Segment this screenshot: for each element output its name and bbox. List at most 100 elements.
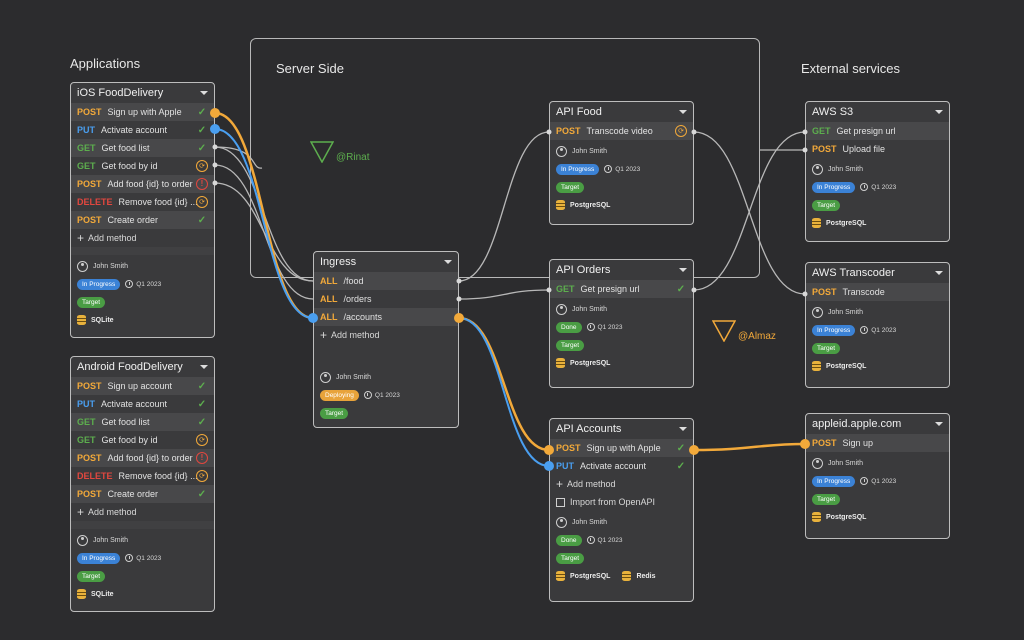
database-label: PostgreSQL — [570, 201, 611, 209]
add-method-button[interactable]: +Add method — [71, 229, 214, 247]
chevron-down-icon[interactable] — [679, 427, 687, 431]
method-row[interactable]: ALL/orders — [314, 290, 458, 308]
http-verb: POST — [556, 126, 581, 136]
target-badge[interactable]: Target — [812, 199, 841, 211]
status-badge[interactable]: Deploying — [320, 389, 359, 401]
status-badge[interactable]: In Progress — [812, 181, 856, 193]
node-header: API Orders — [550, 260, 693, 280]
add-method-label: Add method — [88, 507, 137, 517]
node-title: AWS S3 — [812, 106, 854, 118]
method-row[interactable]: ALL/food — [314, 272, 458, 290]
http-verb: POST — [77, 215, 102, 225]
target-badge[interactable]: Target — [77, 570, 106, 582]
node-title: iOS FoodDelivery — [77, 87, 164, 99]
node-header: appleid.apple.com — [806, 414, 949, 434]
http-verb: POST — [77, 381, 102, 391]
status-badge[interactable]: In Progress — [812, 475, 856, 487]
add-method-label: Add method — [331, 330, 380, 340]
quarter-label: Q1 2023 — [615, 165, 641, 173]
external-services-heading: External services — [801, 61, 900, 76]
plus-icon: + — [77, 505, 85, 519]
check-icon: ✓ — [197, 398, 207, 410]
almaz-comment[interactable]: @Almaz — [712, 320, 776, 342]
error-icon: ! — [196, 178, 208, 190]
rinat-comment[interactable]: @Rinat — [310, 140, 370, 163]
target-badge[interactable]: Target — [556, 339, 585, 351]
add-method-button[interactable]: +Add method — [550, 475, 693, 493]
add-method-button[interactable]: +Add method — [314, 326, 458, 344]
status-badge[interactable]: In Progress — [77, 278, 121, 290]
chevron-down-icon[interactable] — [935, 422, 943, 426]
status-badge[interactable]: In Progress — [77, 552, 121, 564]
status-badge[interactable]: Done — [556, 321, 582, 333]
chevron-down-icon[interactable] — [444, 260, 452, 264]
status-badge[interactable]: In Progress — [556, 163, 600, 175]
import-openapi-button[interactable]: Import from OpenAPI — [550, 493, 693, 511]
method-path: Get food by id — [101, 435, 158, 445]
plus-icon: + — [320, 328, 328, 342]
node-title: AWS Transcoder — [812, 267, 895, 279]
chevron-down-icon[interactable] — [935, 110, 943, 114]
method-path: Remove food {id} ... — [118, 471, 198, 481]
user-icon — [320, 371, 331, 383]
add-method-button[interactable]: +Add method — [71, 503, 214, 521]
target-badge[interactable]: Target — [556, 181, 585, 193]
database-label: PostgreSQL — [570, 572, 611, 580]
chevron-down-icon[interactable] — [679, 268, 687, 272]
target-badge[interactable]: Target — [77, 296, 106, 308]
comment-flag-icon — [712, 320, 736, 342]
target-badge[interactable]: Target — [320, 407, 349, 419]
target-badge[interactable]: Target — [556, 552, 585, 564]
database-icon — [77, 589, 86, 599]
target-badge[interactable]: Target — [812, 342, 841, 354]
method-path: Create order — [107, 489, 159, 499]
method-path: Remove food {id} ... — [118, 197, 198, 207]
chevron-down-icon[interactable] — [200, 91, 208, 95]
status-badge[interactable]: Done — [556, 534, 582, 546]
node-title: API Food — [556, 106, 602, 118]
chevron-down-icon[interactable] — [679, 110, 687, 114]
chevron-down-icon[interactable] — [935, 271, 943, 275]
status-badge[interactable]: In Progress — [812, 324, 856, 336]
check-icon: ✓ — [676, 283, 686, 295]
method-row[interactable]: ALL/accounts — [314, 308, 458, 326]
user-icon — [812, 306, 823, 318]
chevron-down-icon[interactable] — [200, 365, 208, 369]
plus-icon: + — [556, 477, 564, 491]
http-verb: ALL — [320, 312, 338, 322]
target-badge[interactable]: Target — [812, 493, 841, 505]
node-title: Ingress — [320, 256, 357, 268]
database-icon — [812, 361, 821, 371]
